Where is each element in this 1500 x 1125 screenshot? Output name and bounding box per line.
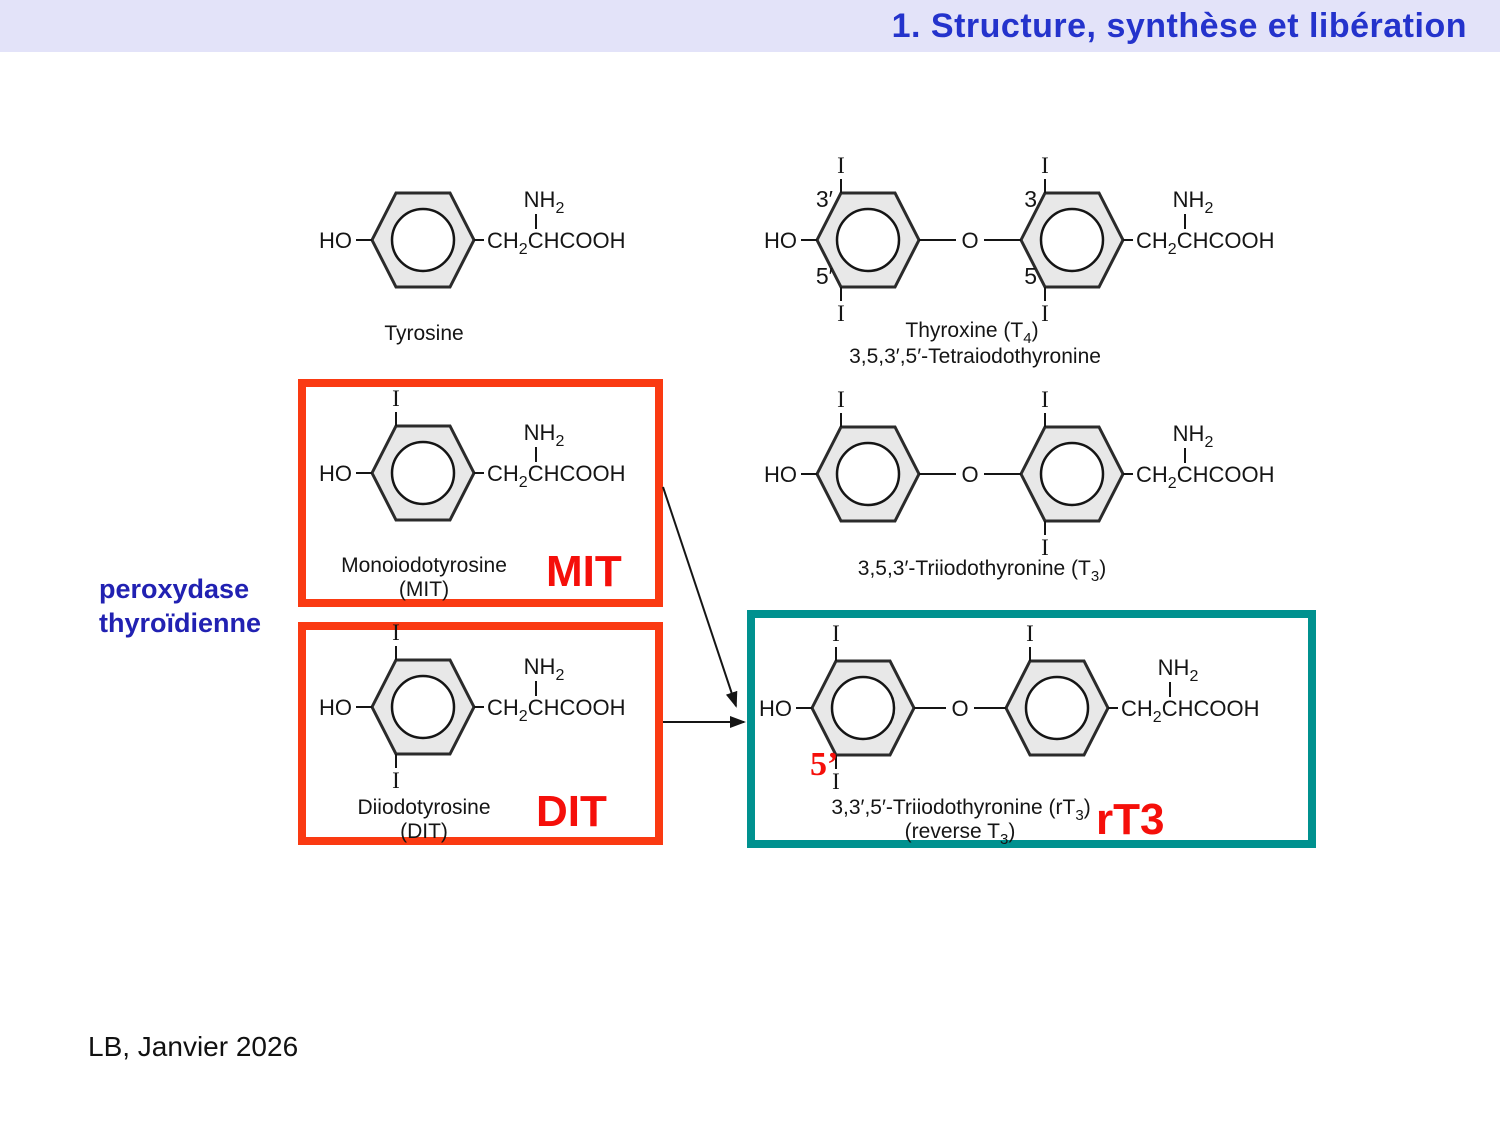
enzyme-label-line1: peroxydase xyxy=(99,574,250,604)
svg-text:Tyrosine: Tyrosine xyxy=(384,322,463,345)
svg-text:Thyroxine (T4): Thyroxine (T4) xyxy=(905,319,1038,347)
svg-text:O: O xyxy=(961,462,978,487)
svg-text:HO: HO xyxy=(764,462,797,487)
svg-text:5′: 5′ xyxy=(816,263,833,289)
svg-text:HO: HO xyxy=(764,228,797,253)
svg-text:I: I xyxy=(837,387,845,412)
page-title: 1. Structure, synthèse et libération xyxy=(891,6,1467,45)
svg-text:CH2CHCOOH: CH2CHCOOH xyxy=(1136,462,1274,492)
svg-text:NH2: NH2 xyxy=(1173,421,1214,451)
reaction-arrows xyxy=(662,486,746,728)
svg-text:3′: 3′ xyxy=(816,186,833,212)
dit-box xyxy=(298,622,663,845)
credit-text: LB, Janvier 2026 xyxy=(88,1031,299,1062)
svg-text:I: I xyxy=(837,301,845,326)
svg-text:I: I xyxy=(837,153,845,178)
svg-text:I: I xyxy=(1041,301,1049,326)
svg-text:3,5,3′,5′-Tetraiodothyronine: 3,5,3′,5′-Tetraiodothyronine xyxy=(849,345,1101,368)
svg-text:HO: HO xyxy=(319,228,352,253)
mit-label: MIT xyxy=(546,547,622,596)
mit-box xyxy=(298,379,663,607)
svg-text:5: 5 xyxy=(1024,263,1037,289)
svg-text:CH2CHCOOH: CH2CHCOOH xyxy=(487,228,625,258)
enzyme-label-line2: thyroïdienne xyxy=(99,608,262,638)
rt3-label: rT3 xyxy=(1096,795,1165,844)
svg-text:O: O xyxy=(961,228,978,253)
svg-text:I: I xyxy=(1041,153,1049,178)
svg-text:I: I xyxy=(1041,387,1049,412)
enzyme-label: peroxydase thyroïdienne xyxy=(99,572,261,640)
dit-label: DIT xyxy=(536,787,607,836)
rt3-box xyxy=(747,610,1316,848)
five-prime-position-label: 5’ xyxy=(810,746,839,783)
svg-text:I: I xyxy=(1041,535,1049,560)
svg-text:3: 3 xyxy=(1024,186,1037,212)
svg-text:CH2CHCOOH: CH2CHCOOH xyxy=(1136,228,1274,258)
molecule-triiodothyronine-t3: I I I HO O CH2CHCOOH NH2 3,5,3′-Triiodothyronin… xyxy=(764,387,1274,585)
svg-text:3,5,3′-Triiodothyronine (T3): 3,5,3′-Triiodothyronine (T3) xyxy=(858,557,1106,585)
title-bar: 1. Structure, synthèse et libération xyxy=(0,0,1500,52)
svg-text:NH2: NH2 xyxy=(524,187,565,217)
svg-text:NH2: NH2 xyxy=(1173,187,1214,217)
